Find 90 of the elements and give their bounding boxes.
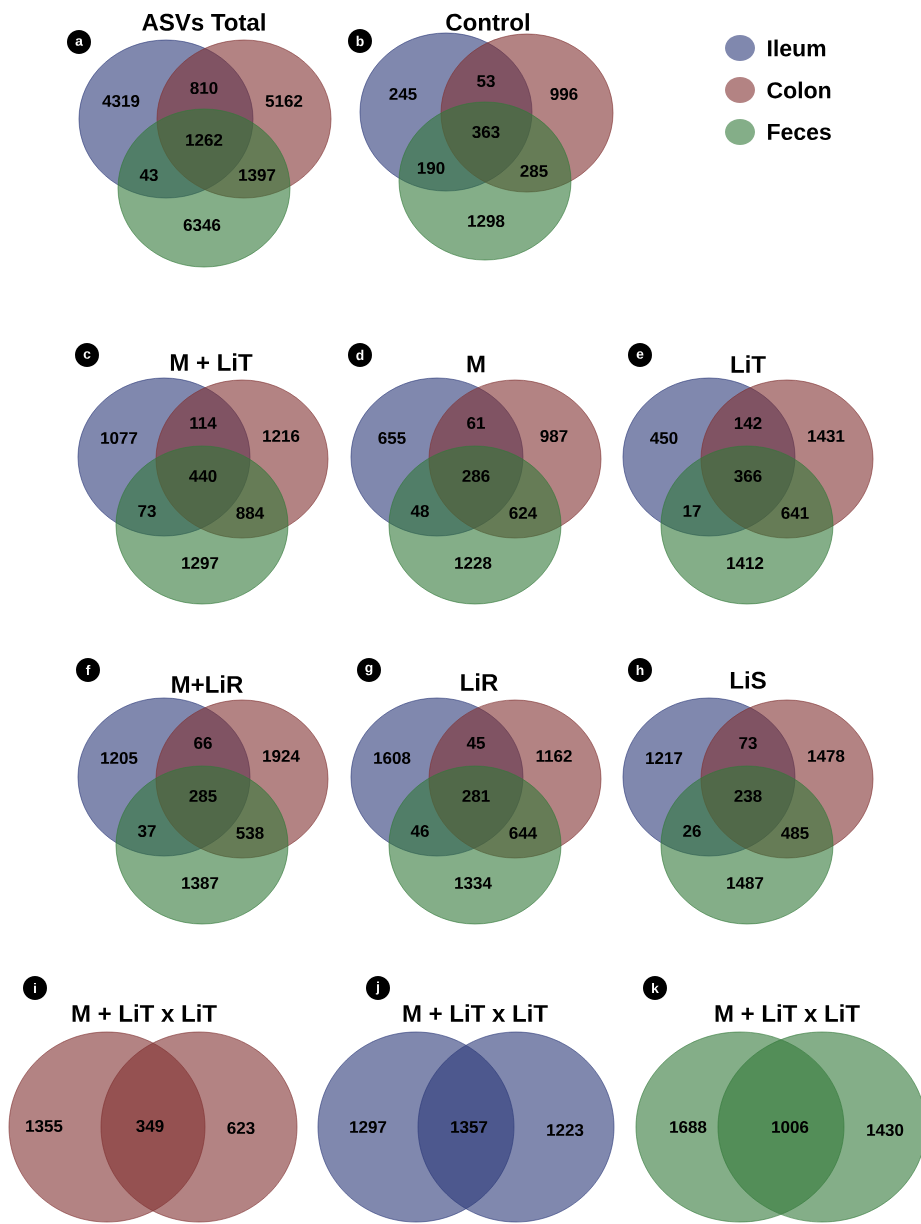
- count-label: 285: [520, 165, 548, 178]
- count-label: 1478: [808, 750, 845, 763]
- count-label: 623: [227, 1121, 255, 1135]
- legend-label: Ileum: [768, 39, 826, 57]
- legend-label: Colon: [767, 81, 831, 99]
- count-label: 1397: [239, 169, 276, 182]
- panel-letter-badge: a: [67, 30, 91, 54]
- count-label: 1297: [350, 1121, 387, 1134]
- count-label: 644: [509, 827, 538, 840]
- count-label: 1223: [547, 1123, 584, 1137]
- panel-title: M: [467, 355, 485, 373]
- count-label: 238: [734, 790, 762, 803]
- panel-letter-badge: k: [643, 976, 667, 1000]
- panel-title: M+LiR: [172, 675, 243, 693]
- panel-title: M + LiT x LiT: [715, 1004, 860, 1022]
- count-label: 1216: [263, 430, 300, 443]
- count-label: 655: [378, 432, 406, 445]
- count-label: 349: [136, 1119, 164, 1133]
- count-label: 1430: [867, 1123, 904, 1137]
- count-label: 73: [138, 505, 156, 518]
- count-label: 142: [734, 417, 762, 429]
- count-label: 366: [734, 470, 762, 483]
- count-label: 363: [472, 126, 500, 139]
- count-label: 1205: [101, 752, 138, 765]
- count-label: 61: [467, 417, 485, 430]
- panel-title: LiT: [731, 355, 766, 373]
- count-label: 440: [189, 470, 217, 483]
- panel-title: LiS: [730, 671, 766, 689]
- count-label: 46: [410, 825, 429, 838]
- count-label: 987: [540, 430, 568, 443]
- panel-letter-badge: f: [76, 658, 100, 682]
- count-label: 286: [462, 470, 490, 483]
- count-label: 37: [137, 825, 156, 838]
- panel-letter-badge: b: [348, 29, 372, 53]
- panel-title: Control: [446, 13, 529, 31]
- count-label: 810: [190, 82, 218, 95]
- count-label: 53: [477, 75, 495, 88]
- count-label: 1431: [808, 430, 845, 443]
- panel-title: M + LiT: [170, 353, 253, 371]
- count-label: 1297: [182, 557, 219, 570]
- count-label: 1217: [646, 752, 683, 764]
- count-label: 5162: [265, 95, 303, 108]
- legend-label: Feces: [768, 124, 831, 141]
- panel-letter-badge: d: [348, 343, 372, 367]
- count-label: 26: [683, 825, 701, 838]
- count-label: 1387: [182, 877, 219, 890]
- count-label: 285: [189, 790, 217, 803]
- count-label: 450: [650, 432, 678, 445]
- count-label: 45: [466, 737, 485, 749]
- panel-title: LiR: [461, 673, 498, 691]
- count-label: 996: [550, 88, 578, 101]
- panel-letter-badge: i: [23, 976, 47, 1000]
- count-label: 281: [462, 790, 490, 803]
- count-label: 1228: [455, 557, 492, 570]
- count-label: 1298: [468, 215, 505, 228]
- panel-letter-badge: h: [628, 658, 652, 682]
- panel-title: ASVs Total: [142, 13, 265, 31]
- count-label: 1077: [101, 432, 138, 445]
- count-label: 66: [194, 737, 212, 750]
- panel-title: M + LiT x LiT: [72, 1004, 217, 1022]
- panel-letter-badge: e: [628, 343, 652, 367]
- count-label: 1688: [670, 1121, 707, 1134]
- panel-letter-badge: g: [357, 658, 381, 682]
- count-label: 641: [781, 507, 809, 520]
- panel-letter-badge: j: [366, 976, 390, 1000]
- count-label: 624: [509, 507, 538, 520]
- count-label: 114: [190, 417, 217, 429]
- count-label: 17: [683, 505, 701, 517]
- count-label: 884: [236, 507, 265, 520]
- count-label: 1412: [727, 557, 764, 569]
- count-label: 1334: [455, 877, 492, 890]
- count-label: 485: [781, 827, 809, 840]
- count-label: 6346: [183, 219, 221, 232]
- count-label: 245: [389, 88, 417, 101]
- count-label: 1162: [536, 750, 572, 763]
- count-label: 73: [739, 737, 757, 750]
- count-label: 1355: [26, 1119, 63, 1133]
- count-label: 48: [410, 505, 429, 518]
- count-label: 1924: [263, 750, 300, 763]
- count-label: 538: [236, 827, 264, 840]
- panel-letter-badge: c: [75, 343, 99, 367]
- count-label: 1006: [772, 1121, 809, 1134]
- count-label: 43: [139, 169, 158, 182]
- count-label: 190: [417, 162, 445, 175]
- count-label: 1487: [727, 877, 764, 890]
- count-label: 4319: [102, 95, 140, 108]
- panel-title: M + LiT x LiT: [403, 1004, 548, 1022]
- count-label: 1608: [374, 752, 411, 765]
- count-label: 1262: [186, 134, 223, 147]
- count-label: 1357: [451, 1120, 488, 1134]
